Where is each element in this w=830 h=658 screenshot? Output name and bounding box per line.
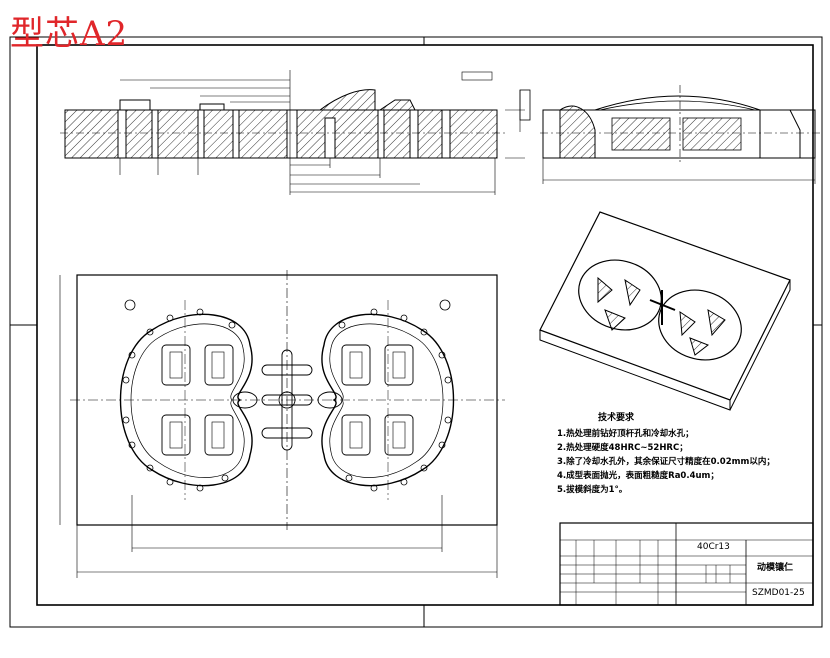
part-name: 动模镶仁 <box>757 563 794 573</box>
tech-requirement-item: 5.拔模斜度为1°。 <box>557 485 628 495</box>
stamp-label: 型芯A2 <box>10 14 129 54</box>
tech-requirement-item: 2.热处理硬度48HRC~52HRC； <box>557 443 688 453</box>
tech-requirements-title: 技术要求 <box>598 413 635 423</box>
title-block <box>559 522 814 606</box>
section-view-left <box>60 70 531 195</box>
tech-requirement-item: 3.除了冷却水孔外，其余保证尺寸精度在0.02mm以内； <box>557 457 775 467</box>
isometric-view <box>539 211 791 411</box>
sheet-border <box>9 36 823 628</box>
plan-view <box>59 270 505 578</box>
tech-requirement-item: 4.成型表面抛光，表面粗糙度Ra0.4um； <box>557 471 719 481</box>
material-label: 40Cr13 <box>697 542 730 552</box>
tech-requirement-item: 1.热处理前钻好顶杆孔和冷却水孔； <box>557 429 694 439</box>
drawing-number: SZMD01-25 <box>752 588 805 598</box>
section-view-right <box>540 85 820 184</box>
